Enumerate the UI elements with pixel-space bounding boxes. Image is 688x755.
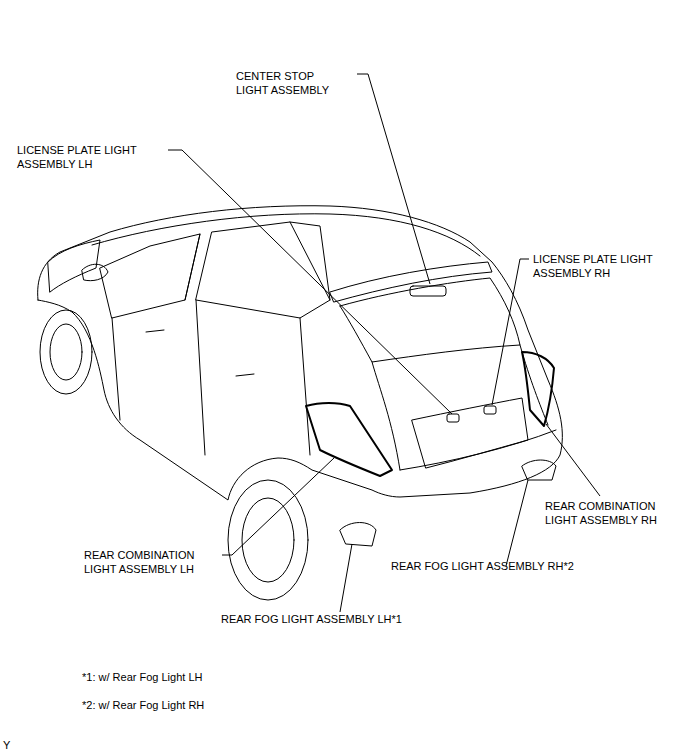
- rear-spoiler: [330, 262, 492, 302]
- windshield: [48, 240, 100, 292]
- part-label: LICENSE PLATE LIGHT ASSEMBLY RH: [533, 252, 656, 280]
- side-window: [196, 222, 330, 318]
- rear-hatch: [372, 345, 548, 470]
- leader-line: [340, 544, 352, 612]
- rear-wheel: [228, 480, 308, 600]
- leader-line: [546, 424, 600, 496]
- footnote: *2: w/ Rear Fog Light RH: [82, 698, 209, 712]
- license-recess: [412, 398, 528, 468]
- front-wheel: [40, 310, 92, 394]
- side-window: [100, 234, 200, 318]
- leader-line: [357, 74, 430, 284]
- part-label: LICENSE PLATE LIGHT ASSEMBLY LH: [17, 143, 140, 171]
- center-stop-light: [410, 286, 446, 296]
- footnote: *1: w/ Rear Fog Light LH: [82, 670, 207, 684]
- rear-combination-light: [522, 352, 554, 426]
- part-label: CENTER STOP LIGHT ASSEMBLY: [236, 69, 333, 97]
- door-line: [112, 300, 310, 455]
- pillar: [185, 222, 330, 300]
- part-label: REAR FOG LIGHT ASSEMBLY LH*1: [221, 612, 407, 626]
- rear-window: [340, 278, 520, 362]
- rear-bumper: [400, 430, 556, 470]
- part-label: REAR COMBINATION LIGHT ASSEMBLY LH: [84, 548, 199, 576]
- door-handle: [146, 330, 254, 376]
- license-plate-light: [447, 414, 459, 422]
- part-label: REAR COMBINATION LIGHT ASSEMBLY RH: [545, 499, 661, 527]
- leader-line: [222, 458, 334, 555]
- leader-line: [168, 150, 452, 414]
- rear-fog-light: [522, 460, 556, 480]
- figure-code: Y: [3, 738, 15, 752]
- rear-combination-light: [306, 403, 392, 476]
- car-body: [38, 206, 563, 500]
- roof-line: [92, 214, 480, 256]
- license-plate-light: [484, 406, 496, 414]
- leader-line: [492, 259, 529, 405]
- part-label: REAR FOG LIGHT ASSEMBLY RH*2: [391, 559, 579, 573]
- rear-fog-light: [340, 523, 376, 547]
- leader-line: [506, 480, 528, 566]
- mirror: [82, 264, 108, 280]
